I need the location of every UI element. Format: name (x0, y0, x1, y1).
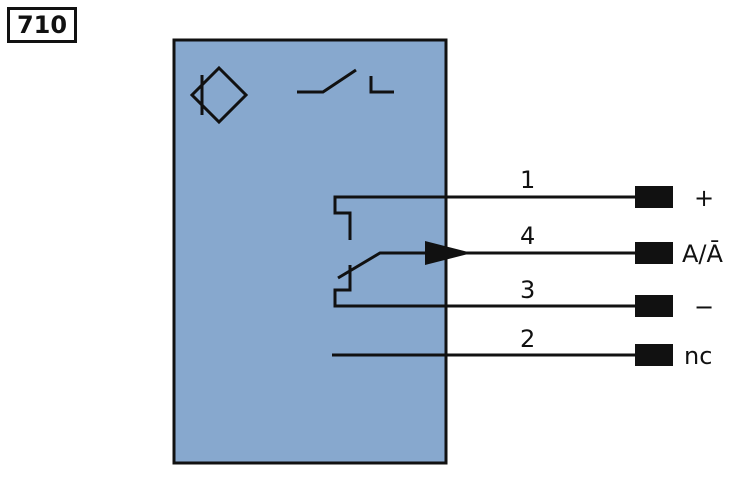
pin-number-2: 2 (520, 325, 535, 353)
terminal-label-4: A/Ā (682, 239, 724, 268)
internal-switch-circuit (332, 195, 472, 357)
terminal-pin-4 (635, 242, 673, 264)
pin-number-4: 4 (520, 222, 535, 250)
normally-open-contact-icon (297, 68, 394, 94)
terminal-pin-3 (635, 295, 673, 317)
terminal-label-1: + (694, 184, 714, 212)
terminal-pin-2 (635, 344, 673, 366)
wire-pin-1: 1 + (446, 166, 714, 212)
terminal-pin-1 (635, 186, 673, 208)
wire-pin-2: 2 nc (446, 325, 712, 370)
diagram-code-label: 710 (7, 7, 77, 43)
terminal-label-2: nc (684, 342, 712, 370)
wire-pin-3: 3 − (446, 276, 714, 321)
terminal-label-3: − (694, 293, 714, 321)
pin-number-3: 3 (520, 276, 535, 304)
wire-pin-4: 4 A/Ā (468, 222, 724, 268)
inductive-sensor-icon (189, 65, 249, 125)
pin-number-1: 1 (520, 166, 535, 194)
